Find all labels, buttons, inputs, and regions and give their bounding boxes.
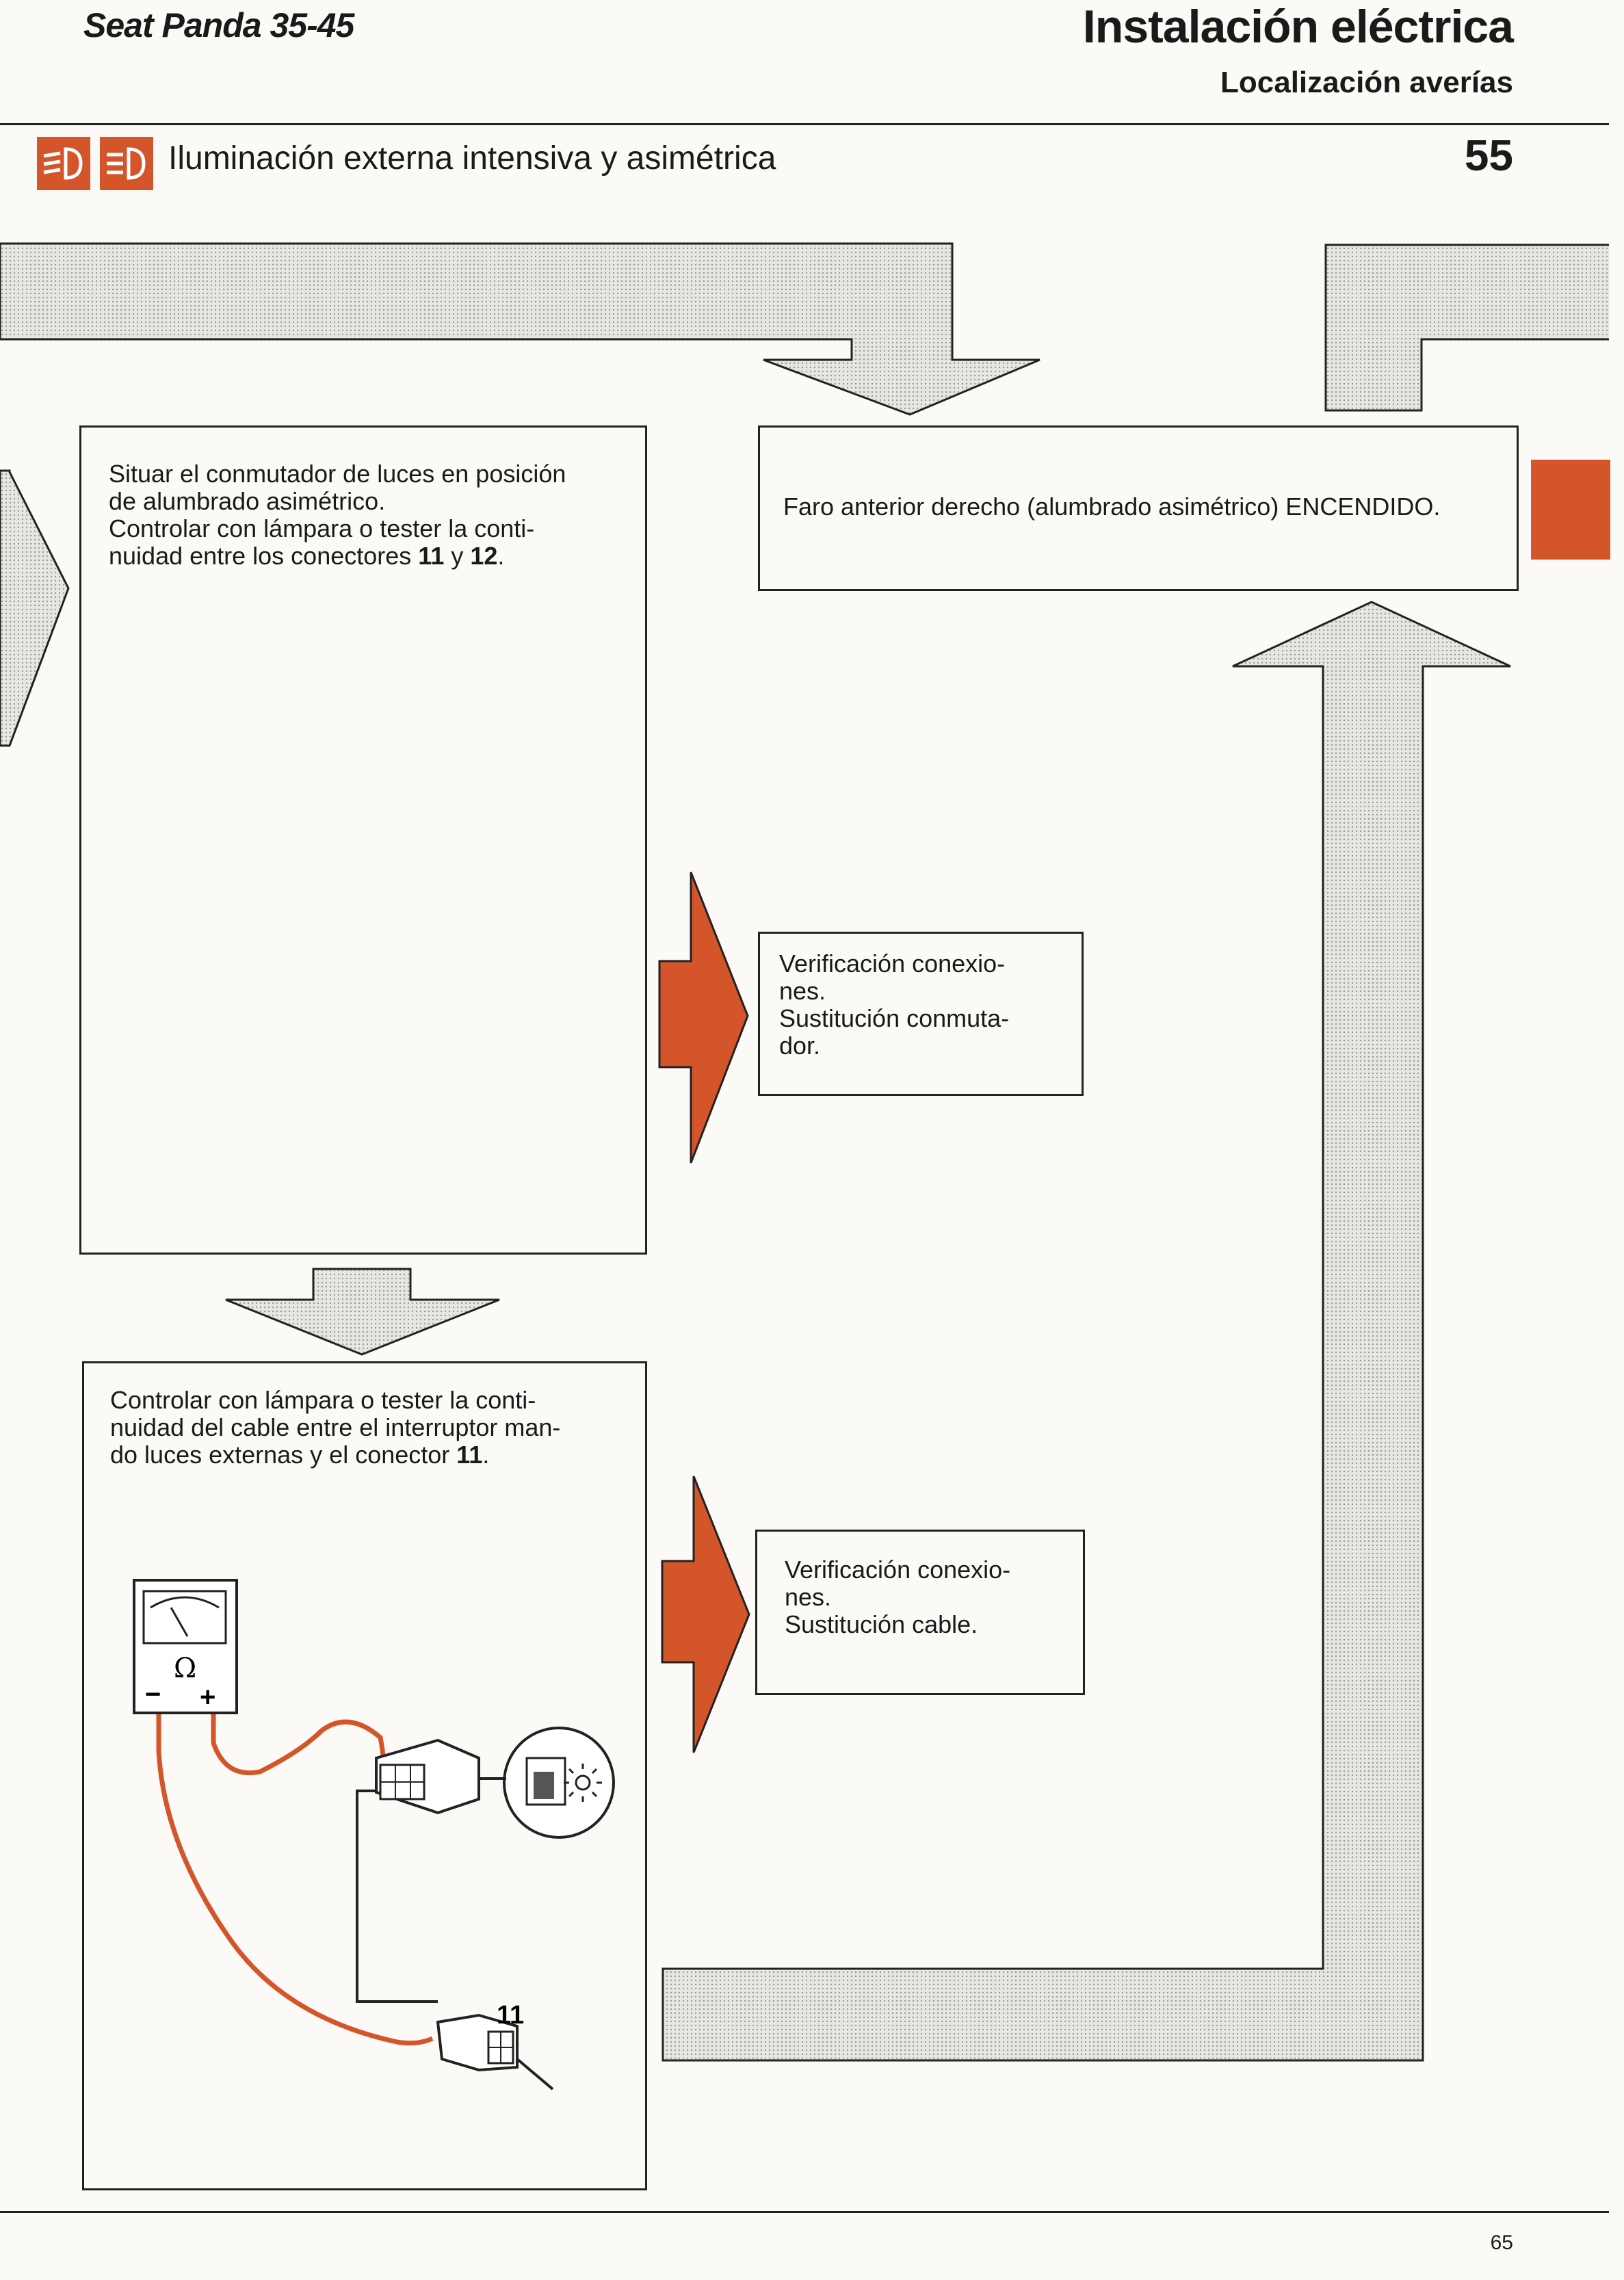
step-2-line-3: do luces externas y el conector 11. [110,1441,490,1469]
step-2-box: Controlar con lámpara o tester la conti-… [82,1361,647,2190]
fix-2-text: Verificación conexio- nes. Sustitución c… [785,1556,1072,1638]
footer-rule [0,2211,1609,2213]
fix-1-line-4: dor. [779,1032,821,1060]
step-2-line-2: nuidad del cable entre el interruptor ma… [110,1413,561,1441]
connector-11b-label: 11 [497,2001,524,2030]
result-ok-text: Faro anterior derecho (alumbrado asimétr… [783,493,1441,521]
tester-2-plus-label: + [200,1682,215,1712]
ok-orange-tab [1531,460,1610,560]
chapter-title: Instalación eléctrica [1082,1,1514,53]
no-arrow-1 [658,872,749,1164]
subchapter-title: Localización averías [1220,66,1513,99]
lead-plus-2 [211,1714,386,1776]
step-1-line-3: Controlar con lámpara o tester la conti- [109,514,535,542]
fix-2-line-1: Verificación conexio- [785,1556,1011,1584]
top-flow-arrow [0,242,1040,416]
fix-1-line-1: Verificación conexio- [779,949,1006,978]
lead-minus-2 [156,1714,434,2046]
fix-1-line-2: nes. [779,977,826,1005]
return-up-arrow [662,601,1511,2062]
tester-2-minus-label: − [145,1679,161,1709]
fix-2-line-3: Sustitución cable. [785,1610,978,1638]
header-rule [0,123,1609,125]
tester-2-ohm-label: Ω [174,1653,196,1684]
fix-2-line-2: nes. [785,1583,832,1611]
fix-1-line-3: Sustitución conmuta- [779,1004,1010,1032]
fix-1-text: Verificación conexio- nes. Sustitución c… [779,950,1066,1060]
car-model-title: Seat Panda 35-45 [83,6,354,44]
tester-2-icon [133,1579,238,1714]
left-entry-arrow [0,469,70,747]
top-right-bracket [1324,244,1609,412]
exterior-light-switch-icon [479,1727,615,1839]
fix-2-box: Verificación conexio- nes. Sustitución c… [755,1530,1085,1695]
step-2-line-1: Controlar con lámpara o tester la conti- [110,1386,536,1414]
step-1-box: Situar el conmutador de luces en posició… [79,425,647,1255]
step-1-line-4: nuidad entre los conectores 11 y 12. [109,542,505,570]
connector-11-bottom-icon [436,2013,519,2072]
step-2-text: Controlar con lámpara o tester la conti-… [110,1387,630,1469]
mid-down-arrow [225,1268,500,1356]
step-1-line-2: de alumbrado asimétrico. [109,487,386,515]
no-arrow-2 [661,1476,750,1753]
section-title: Iluminación externa intensiva y asimétri… [168,140,776,176]
section-number: 55 [1464,131,1513,180]
high-beam-icon [100,137,153,190]
result-ok-box: Faro anterior derecho (alumbrado asimétr… [758,425,1519,591]
fix-1-box: Verificación conexio- nes. Sustitución c… [758,932,1084,1096]
step-1-line-1: Situar el conmutador de luces en posició… [109,460,566,488]
step-1-text: Situar el conmutador de luces en posició… [109,460,629,570]
page-number: 65 [1490,2231,1513,2254]
low-beam-icon [37,137,90,190]
